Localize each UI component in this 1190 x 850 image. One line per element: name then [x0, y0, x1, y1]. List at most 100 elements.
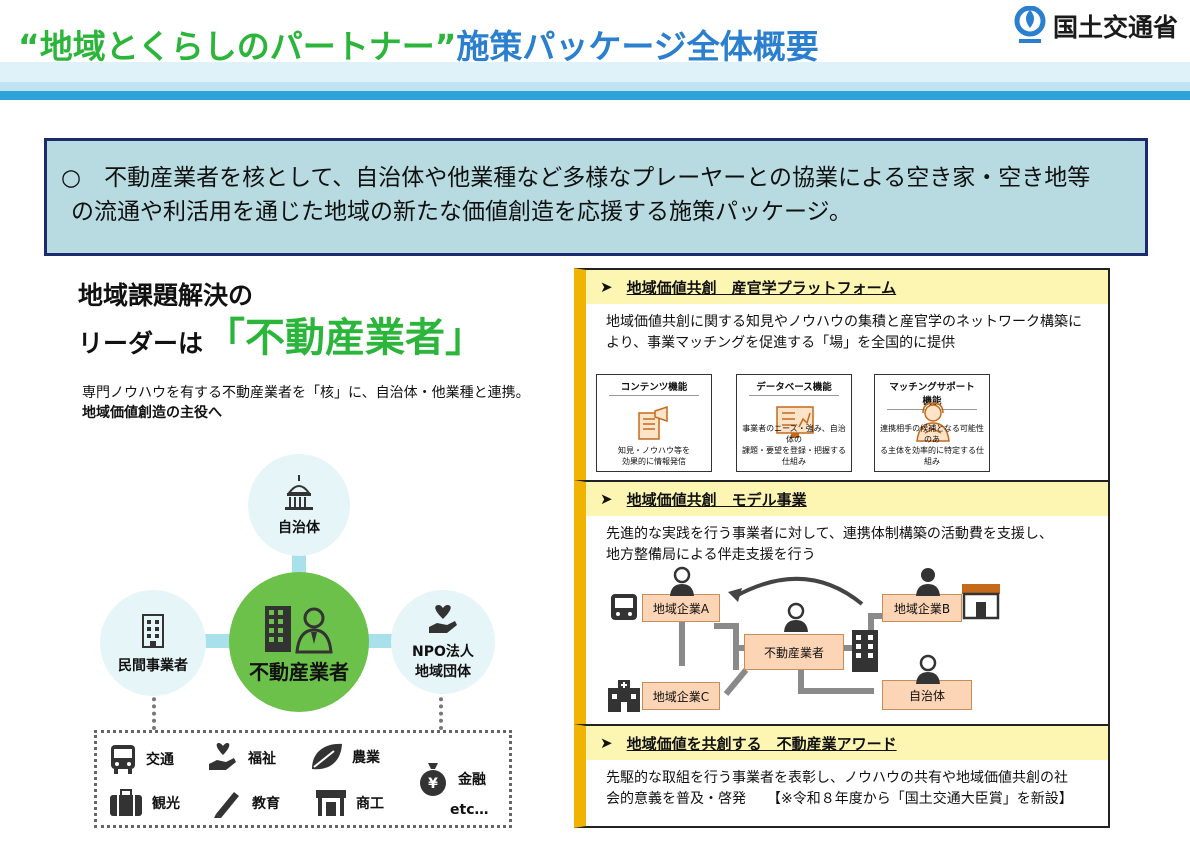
industry-box — [94, 730, 512, 828]
section-model-body-line-2: 地方整備局による伴走支援を行う — [606, 547, 816, 563]
leaf-icon — [312, 743, 342, 770]
industry-transport: 交通 — [108, 743, 174, 775]
feature-caption-line: 連携相手の候補となる可能性のあ — [880, 424, 984, 444]
section-platform-body: 地域価値共創に関する知見やノウハウの集積と産官学のネットワーク構築に より、事業… — [586, 304, 1108, 354]
section-award-body-line-1: 先駆的な取組を行う事業者を表彰し、ノウハウの共有や地域価値共創の社 — [606, 770, 1068, 786]
section-award-body: 先駆的な取組を行う事業者を表彰し、ノウハウの共有や地域価値共創の社 会的意義を普… — [586, 760, 1108, 810]
heart-hand-icon — [429, 604, 457, 633]
lead-emphasis: 「不動産業者」 — [205, 315, 486, 361]
section-model-header: ➤ 地域価値共創 モデル事業 — [586, 482, 1108, 516]
center-label: 不動産業者 — [249, 659, 349, 684]
feature-card-caption: 連携相手の候補となる可能性のあ る主体を効率的に特定する仕組み — [877, 423, 987, 467]
bullet-arrow-icon: ➤ — [600, 490, 613, 508]
bullet-arrow-icon: ➤ — [600, 278, 613, 296]
shop-icon — [316, 790, 346, 816]
section-model-title: 地域価値共創 モデル事業 — [626, 490, 807, 509]
industry-welfare: 福祉 — [206, 741, 276, 775]
connector-left — [205, 634, 233, 648]
section-platform-body-line-1: 地域価値共創に関する知見やノウハウの集積と産官学のネットワーク構築に — [606, 314, 1082, 330]
section-award-title: 地域価値を共創する 不動産業アワード — [626, 734, 897, 753]
industry-welfare-label: 福祉 — [248, 751, 276, 767]
node-real-estate: 不動産業者 — [744, 634, 844, 670]
header-stripe-mid — [0, 82, 1190, 91]
section-model-body: 先進的な実践を行う事業者に対して、連携体制構築の活動費を支援し、 地方整備局によ… — [586, 516, 1108, 566]
section-platform-title: 地域価値共創 産官学プラットフォーム — [626, 278, 897, 297]
lead-heading-1: 地域課題解決の — [78, 281, 254, 310]
bullet-arrow-icon: ➤ — [600, 734, 613, 752]
circle-real-estate-agent: 不動産業者 — [229, 572, 369, 712]
summary-box: ○ 不動産業者を核として、自治体や他業種など多様なプレーヤーとの協業による空き家… — [44, 138, 1148, 256]
connector-right — [366, 634, 394, 648]
section-award-body-line-2: 会的意義を普及・啓発 【※令和８年度から「国土交通大臣賞」を新設】 — [606, 791, 1073, 807]
model-diagram — [679, 576, 886, 696]
feature-card-database: データベース機能 事業者のニーズ・強み、自治体の 課題・要望を登録・把握する仕組… — [736, 374, 852, 472]
industry-etc-label: etc… — [450, 802, 489, 818]
section-award-header: ➤ 地域価値を共創する 不動産業アワード — [586, 726, 1108, 760]
agent-building-icon — [265, 605, 333, 653]
industry-agriculture: 農業 — [308, 741, 380, 773]
mlit-logo: 国土交通省 — [1013, 6, 1178, 46]
node-company-c: 地域企業C — [642, 682, 720, 710]
feature-caption-line: 事業者のニーズ・強み、自治体の — [742, 424, 846, 444]
summary-line-2: の流通や利活用を通じた地域の新たな価値創造を応援する施策パッケージ。 — [71, 199, 852, 225]
industry-transport-label: 交通 — [146, 752, 174, 768]
section-award: ➤ 地域価値を共創する 不動産業アワード 先駆的な取組を行う事業者を表彰し、ノウ… — [574, 724, 1110, 828]
feature-card-content: コンテンツ機能 知見・ノウハウ等を 効果的に情報発信 — [596, 374, 712, 472]
feature-card-caption: 事業者のニーズ・強み、自治体の 課題・要望を登録・把握する仕組み — [739, 423, 849, 467]
lead-description-bold: 地域価値創造の主役へ — [82, 405, 222, 421]
hospital-building-icon — [608, 680, 640, 712]
feature-card-title: コンテンツ機能 — [609, 379, 699, 396]
feature-card-title: データベース機能 — [749, 379, 839, 396]
feature-caption-line: 課題・要望を登録・把握する仕組み — [742, 446, 846, 466]
page-title-sub: 施策パッケージ全体概要 — [456, 27, 819, 66]
office-building-icon — [142, 614, 164, 648]
section-platform-body-line-2: より、事業マッチングを促進する「場」を全国的に提供 — [606, 335, 956, 351]
industry-agriculture-label: 農業 — [352, 750, 380, 766]
lead-prefix: リーダーは — [78, 329, 204, 358]
circle-npo-label-1: NPO法人 — [412, 644, 474, 660]
circle-npo-label-2: 地域団体 — [415, 664, 471, 680]
care-hand-icon — [209, 743, 236, 770]
node-company-a: 地域企業A — [642, 594, 720, 622]
bus-icon — [111, 745, 135, 774]
industry-commerce-label: 商工 — [356, 796, 384, 812]
node-company-c-label: 地域企業C — [652, 689, 710, 704]
industry-tourism-label: 観光 — [152, 796, 180, 812]
person-icon — [784, 602, 808, 632]
person-icon — [916, 568, 940, 596]
mlit-emblem-icon — [1014, 6, 1046, 43]
dotted-link-right — [439, 690, 443, 730]
page-title-main: “地域とくらしのパートナー” — [18, 27, 457, 66]
feature-caption-line: る主体を効率的に特定する仕組み — [880, 446, 984, 466]
support-operator-icon — [916, 402, 950, 442]
node-company-b-label: 地域企業B — [893, 601, 951, 616]
node-company-b: 地域企業B — [882, 594, 962, 622]
industry-commerce: 商工 — [314, 788, 384, 818]
pen-icon — [214, 792, 239, 818]
node-real-estate-label: 不動産業者 — [763, 645, 824, 660]
page-title: “地域とくらしのパートナー”施策パッケージ全体概要 — [18, 20, 819, 68]
industry-education-label: 教育 — [252, 796, 280, 812]
circle-npo: NPO法人 地域団体 — [391, 590, 495, 694]
industry-etc: etc… — [450, 802, 489, 818]
monitor-database-icon — [776, 406, 814, 438]
circle-private-business: 民間事業者 — [100, 590, 206, 696]
section-platform-header: ➤ 地域価値共創 産官学プラットフォーム — [586, 270, 1108, 304]
lead-heading-2: リーダーは 「不動産業者」 — [78, 316, 485, 360]
section-platform: ➤ 地域価値共創 産官学プラットフォーム 地域価値共創に関する知見やノウハウの集… — [574, 268, 1110, 482]
connector-top — [292, 552, 306, 574]
header-stripe-dark — [0, 91, 1190, 100]
section-model: ➤ 地域価値共創 モデル事業 先進的な実践を行う事業者に対して、連携体制構築の活… — [574, 480, 1110, 726]
capitol-building-icon — [285, 475, 313, 510]
lead-description: 専門ノウハウを有する不動産業者を「核」に、自治体・他業種と連携。 — [82, 385, 530, 401]
person-icon — [916, 654, 940, 684]
office-building-icon — [852, 630, 878, 672]
circle-private-business-label: 民間事業者 — [118, 658, 188, 674]
feature-caption-line: 知見・ノウハウ等を — [618, 446, 690, 455]
summary-line-1: ○ 不動産業者を核として、自治体や他業種など多様なプレーヤーとの協業による空き家… — [61, 165, 1091, 191]
person-icon — [670, 566, 694, 596]
node-municipality-label: 自治体 — [908, 688, 945, 703]
dotted-link-left — [152, 690, 156, 730]
feature-card-caption: 知見・ノウハウ等を 効果的に情報発信 — [599, 445, 709, 467]
industry-finance: ¥ 金融 — [416, 760, 486, 798]
